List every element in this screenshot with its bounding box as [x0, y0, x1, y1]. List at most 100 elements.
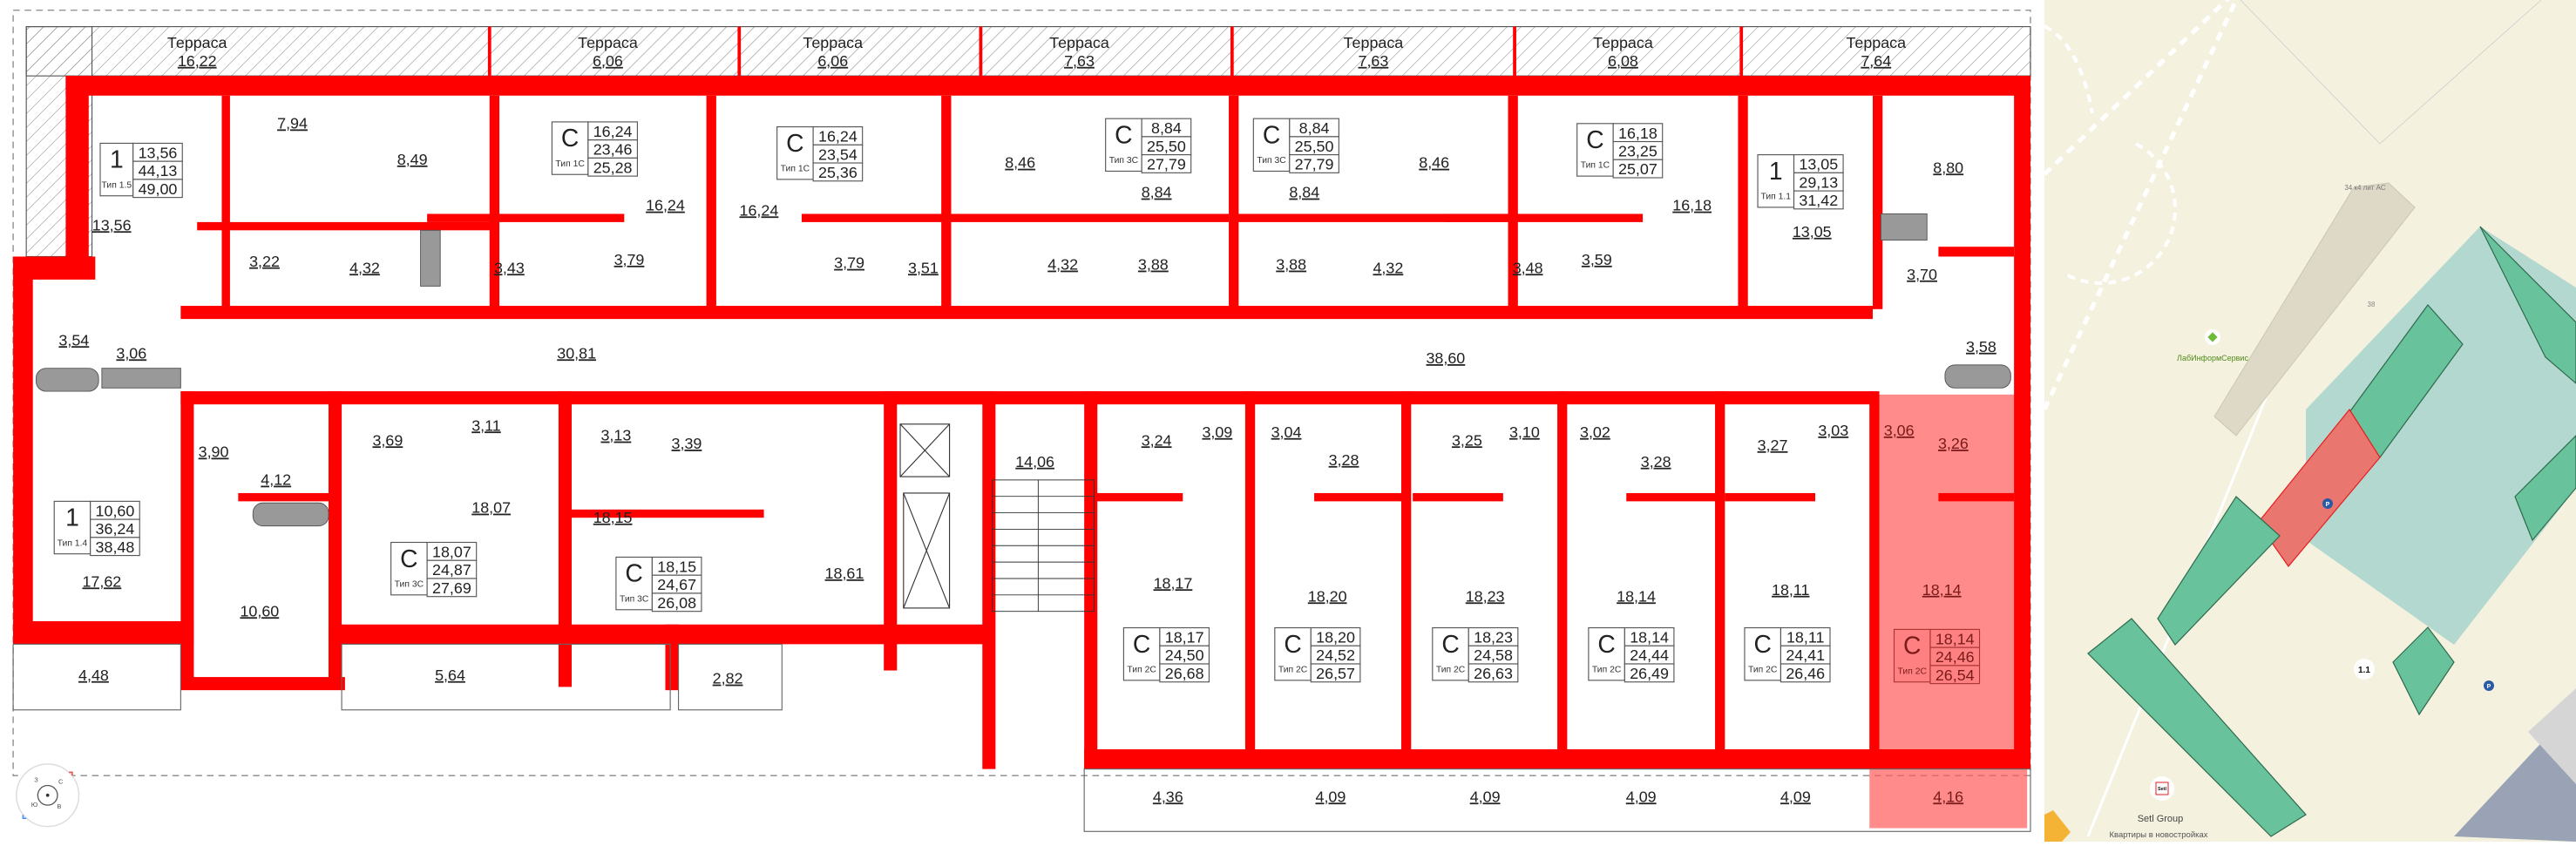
room-area: 13,56 [92, 216, 132, 233]
svg-text:Тип 3С: Тип 3С [620, 594, 649, 604]
svg-text:Тип 1.1: Тип 1.1 [1761, 193, 1792, 202]
svg-text:24,46: 24,46 [1935, 648, 1975, 666]
svg-text:Тип 2С: Тип 2С [1748, 665, 1778, 674]
svg-text:26,57: 26,57 [1316, 665, 1355, 682]
floor-plan: Терраса 16,22 Терраса 6,06 Терраса 6,06 … [12, 10, 2031, 832]
svg-text:Тип 1.5: Тип 1.5 [102, 180, 132, 190]
section-badge[interactable] [2354, 659, 2375, 680]
svg-text:С: С [561, 124, 579, 152]
svg-text:18,14: 18,14 [1935, 630, 1975, 647]
room-area: 4,32 [349, 259, 380, 276]
room-area: 3,79 [834, 254, 864, 272]
svg-text:С: С [58, 778, 64, 786]
compass[interactable]: С В Ю З [16, 763, 80, 828]
svg-text:С: С [1753, 630, 1771, 658]
svg-text:Тип 2С: Тип 2С [1127, 665, 1156, 674]
svg-text:49,00: 49,00 [139, 180, 178, 198]
svg-text:С: С [1284, 630, 1301, 658]
room-area: 18,20 [1308, 587, 1347, 605]
terrace-label: Терраса [1049, 34, 1109, 51]
svg-text:P: P [2487, 684, 2491, 690]
svg-text:23,46: 23,46 [593, 141, 633, 159]
svg-text:26,46: 26,46 [1786, 665, 1825, 682]
room-area: 14,06 [1015, 453, 1054, 470]
terrace-area: 6,08 [1608, 52, 1638, 70]
svg-text:25,07: 25,07 [1618, 160, 1657, 178]
terrace-area: 7,63 [1064, 52, 1095, 70]
room-area: 16,24 [740, 201, 779, 219]
room-area: 3,54 [58, 331, 89, 349]
room-area: 3,43 [494, 259, 525, 276]
svg-text:С: С [1903, 632, 1921, 660]
room-area: 4,32 [1047, 256, 1078, 274]
balcony-area: 4,09 [1780, 788, 1811, 805]
selected-section[interactable] [2257, 408, 2381, 567]
poi-name[interactable]: ЛабИнформСервис [2177, 354, 2248, 362]
room-area: 3,28 [1641, 453, 1671, 470]
developer-name[interactable]: Setl Group [2138, 814, 2184, 824]
svg-text:Тип 1С: Тип 1С [1581, 161, 1610, 171]
svg-text:С: С [1441, 630, 1459, 658]
room-area: 7,94 [277, 114, 308, 132]
room-area: 8,84 [1289, 184, 1319, 201]
svg-text:З: З [34, 776, 38, 784]
balcony-area: 4,09 [1316, 788, 1346, 805]
south-marker-icon [22, 815, 27, 819]
svg-text:С: С [1597, 630, 1615, 658]
room-area: 3,22 [249, 253, 280, 270]
balcony-area: 4,36 [1153, 788, 1183, 805]
svg-text:44,13: 44,13 [139, 162, 178, 179]
terrace-label: Терраса [1593, 34, 1653, 51]
room-area: 3,79 [614, 251, 645, 268]
corridor-area: 38,60 [1426, 349, 1465, 367]
svg-text:18,14: 18,14 [1630, 628, 1669, 646]
room-area: 3,48 [1513, 259, 1543, 276]
room-area: 18,17 [1154, 574, 1193, 592]
terrace-label: Терраса [1344, 34, 1404, 51]
room-area: 18,14 [1922, 581, 1962, 599]
terrace-area: 6,06 [817, 52, 848, 70]
room-area: 3,58 [1966, 338, 1996, 355]
room-area: 18,61 [825, 565, 864, 582]
svg-text:18,23: 18,23 [1474, 628, 1513, 646]
svg-text:24,44: 24,44 [1630, 646, 1669, 664]
room-area: 3,28 [1329, 451, 1359, 469]
terrace-area: 16,22 [178, 52, 217, 70]
room-area: 3,88 [1276, 256, 1306, 274]
compass-ring-icon [37, 784, 58, 806]
north-marker-icon [69, 771, 73, 776]
svg-text:36,24: 36,24 [96, 520, 135, 538]
terrace-label: Терраса [167, 34, 227, 51]
room-area: 3,51 [908, 259, 939, 276]
room-area: 18,23 [1466, 587, 1505, 605]
developer-subtitle: Квартиры в новостройках [2109, 830, 2207, 840]
room-area: 3,27 [1758, 437, 1788, 454]
svg-text:Тип 3С: Тип 3С [395, 579, 424, 589]
svg-text:С: С [1586, 125, 1603, 153]
svg-text:18,07: 18,07 [432, 543, 471, 560]
svg-text:27,69: 27,69 [432, 579, 471, 597]
location-map[interactable]: 34 к4 лит АС 38 ЛабИнформСервис P P 1.1 … [2044, 0, 2576, 842]
svg-text:С: С [786, 129, 803, 157]
balcony-area: 4,09 [1626, 788, 1657, 805]
stairs [992, 479, 1095, 613]
svg-text:Тип 3С: Тип 3С [1257, 156, 1286, 166]
room-area: 4,12 [261, 471, 291, 489]
room-area: 10,60 [240, 602, 279, 619]
